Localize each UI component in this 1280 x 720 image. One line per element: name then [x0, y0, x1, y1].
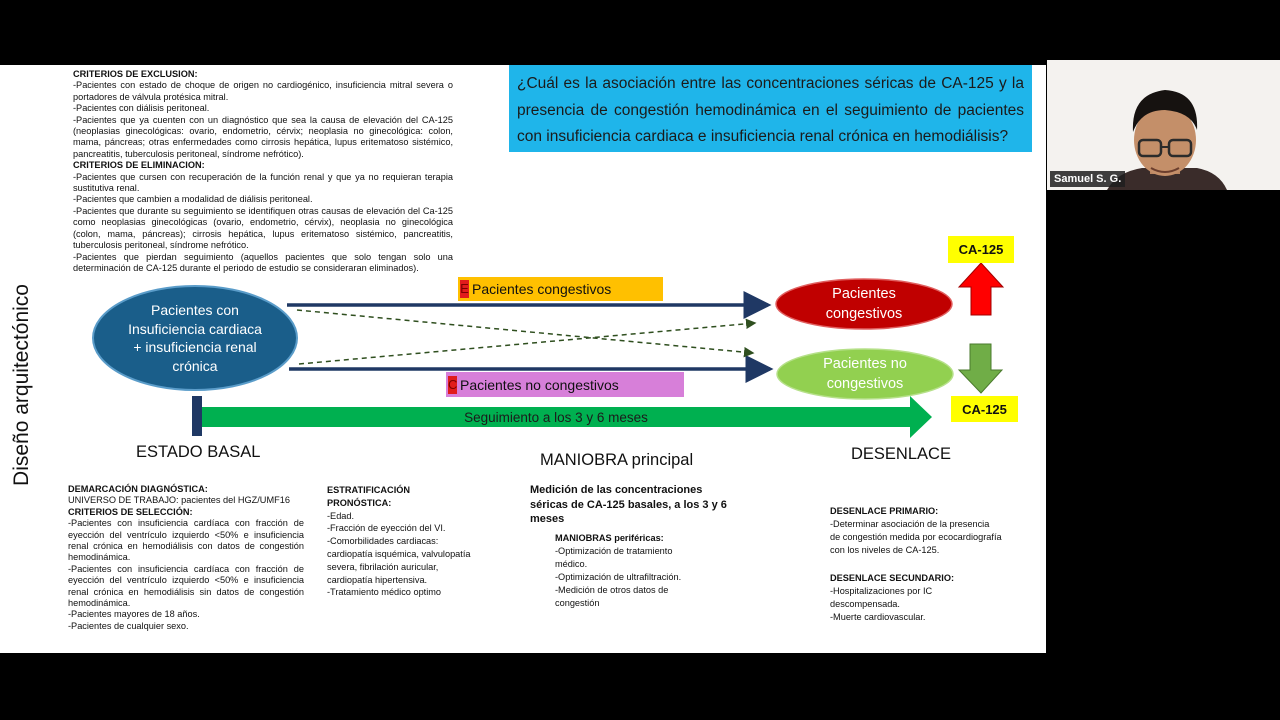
population-label: Pacientes con Insuficiencia cardiaca + i…	[128, 302, 262, 374]
congestive-group-label: E Pacientes congestivos	[458, 277, 663, 301]
ca125-down-label: CA-125	[951, 396, 1018, 422]
primary-outcome-title: DESENLACE PRIMARIO:	[830, 506, 939, 516]
selection-item: -Pacientes de cualquier sexo.	[68, 620, 189, 631]
peripheral-item: -Optimización de tratamiento médico.	[555, 546, 673, 569]
exclusion-elimination-criteria: CRITERIOS DE EXCLUSION: -Pacientes con e…	[73, 69, 453, 274]
main-maneuver-text: Medición de las concentraciones séricas …	[530, 484, 727, 525]
stratification-item: -Edad.	[327, 510, 355, 521]
presentation-slide: Diseño arquitectónico CRITERIOS DE EXCLU…	[0, 65, 1046, 653]
group-letter-c: C	[448, 375, 458, 394]
peripheral-maneuvers: MANIOBRAS periféricas: -Optimización de …	[555, 532, 705, 610]
exclusion-item: -Pacientes con diálisis peritoneal.	[73, 103, 210, 114]
stage-baseline: ESTADO BASAL	[136, 443, 261, 461]
population-ellipse	[92, 285, 298, 391]
secondary-outcome-title: DESENLACE SECUNDARIO:	[830, 573, 955, 583]
outcome-details: DESENLACE PRIMARIO: -Determinar asociaci…	[830, 505, 1002, 624]
elimination-item: -Pacientes que cursen con recuperación d…	[73, 171, 453, 194]
non-congestive-outcome-ellipse	[776, 348, 954, 400]
baseline-marker	[192, 396, 202, 436]
participant-video-tile[interactable]: Samuel S. G.	[1047, 60, 1280, 190]
arrow-down-icon	[957, 343, 1004, 394]
dashed-arrow-down	[296, 309, 755, 358]
stage-outcome: DESENLACE	[851, 445, 951, 463]
selection-item: -Pacientes con insuficiencia cardíaca co…	[68, 563, 304, 609]
primary-outcome-text: -Determinar asociación de la presencia d…	[830, 519, 1002, 555]
non-congestive-group-label: C Pacientes no congestivos	[446, 372, 684, 397]
secondary-outcome-item: -Muerte cardiovascular.	[830, 612, 926, 622]
research-question-box: ¿Cuál es la asociación entre las concent…	[509, 65, 1032, 152]
selection-title: CRITERIOS DE SELECCIÓN:	[68, 506, 193, 517]
non-congestive-outcome-label: Pacientes no congestivos	[823, 356, 907, 392]
elimination-item: -Pacientes que durante su seguimiento se…	[73, 205, 453, 251]
peripheral-item: -Medición de otros datos de congestión	[555, 585, 669, 608]
congestive-outcome-ellipse	[775, 278, 953, 330]
selection-item: -Pacientes mayores de 18 años.	[68, 609, 200, 620]
stratification-item: -Comorbilidades cardiacas: cardiopatía i…	[327, 536, 471, 585]
research-question: ¿Cuál es la asociación entre las concent…	[517, 75, 1024, 145]
elimination-title: CRITERIOS DE ELIMINACION:	[73, 160, 205, 171]
design-diagram	[92, 262, 1005, 438]
universe-text: UNIVERSO DE TRABAJO: pacientes del HGZ/U…	[68, 495, 290, 506]
followup-arrow	[202, 396, 932, 438]
exclusion-item: -Pacientes que ya cuenten con un diagnós…	[73, 114, 453, 159]
exclusion-item: -Pacientes con estado de choque de orige…	[73, 80, 453, 102]
elimination-item: -Pacientes que pierdan seguimiento (aque…	[73, 251, 453, 273]
followup-label: Seguimiento a los 3 y 6 meses	[464, 409, 648, 425]
stratification-item: -Tratamiento médico optimo	[327, 587, 442, 598]
congestive-outcome-label: Pacientes congestivos	[825, 286, 903, 322]
stage-maneuver: MANIOBRA principal	[540, 451, 694, 469]
participant-video-feed	[1047, 60, 1280, 190]
ca125-up-label: CA-125	[948, 236, 1014, 263]
group-letter-e: E	[460, 280, 469, 298]
stratification-title: ESTRATIFICACIÓN PRONÓSTICA:	[327, 485, 411, 508]
exclusion-title: CRITERIOS DE EXCLUSION:	[73, 69, 198, 79]
demarcation-title: DEMARCACIÓN DIAGNÓSTICA:	[68, 484, 208, 494]
arrow-up-icon	[957, 262, 1005, 316]
secondary-outcome-item: -Hospitalizaciones por IC descompensada.	[830, 586, 933, 609]
selection-item: -Pacientes con insuficiencia cardíaca co…	[68, 518, 304, 563]
peripheral-title: MANIOBRAS periféricas:	[555, 533, 664, 543]
stratification-details: ESTRATIFICACIÓN PRONÓSTICA: -Edad. -Frac…	[327, 484, 475, 599]
baseline-details: DEMARCACIÓN DIAGNÓSTICA: UNIVERSO DE TRA…	[68, 484, 304, 632]
elimination-item: -Pacientes que cambien a modalidad de di…	[73, 194, 313, 205]
peripheral-item: -Optimización de ultrafiltración.	[555, 572, 682, 582]
dashed-arrow-up	[298, 318, 757, 365]
stratification-item: -Fracción de eyección del VI.	[327, 523, 446, 534]
participant-name-label: Samuel S. G.	[1050, 171, 1126, 187]
